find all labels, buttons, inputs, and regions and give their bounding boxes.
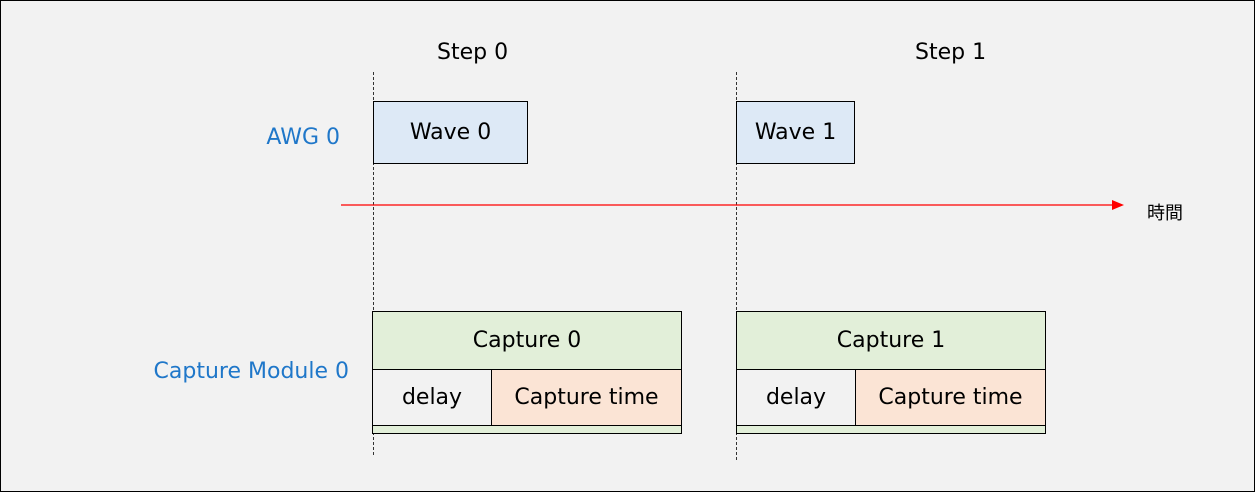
row-label-awg: AWG 0 <box>266 125 340 150</box>
capture-segments: delay Capture time <box>373 369 681 426</box>
capture-time-segment: Capture time <box>492 370 681 425</box>
step-marker-1 <box>736 72 737 460</box>
capture-title: Capture 0 <box>472 328 582 353</box>
capture-title: Capture 1 <box>836 328 946 353</box>
wave-box-0: Wave 0 <box>373 101 528 164</box>
row-label-capture: Capture Module 0 <box>153 359 349 384</box>
wave-label: Wave 1 <box>754 120 837 145</box>
capture-delay-segment: delay <box>737 370 856 425</box>
time-axis <box>341 200 1124 210</box>
capture-segments: delay Capture time <box>737 369 1045 426</box>
capture-block-1: Capture 1 delay Capture time <box>736 311 1046 434</box>
time-axis-label: 時間 <box>1147 203 1183 224</box>
step-marker-0 <box>373 72 374 455</box>
wave-label: Wave 0 <box>409 120 492 145</box>
step-label-0: Step 0 <box>437 40 509 65</box>
step-label-1: Step 1 <box>915 40 987 65</box>
capture-delay-segment: delay <box>373 370 492 425</box>
wave-box-1: Wave 1 <box>736 101 855 164</box>
time-axis-arrowhead <box>1112 200 1124 210</box>
capture-block-0: Capture 0 delay Capture time <box>372 311 682 434</box>
capture-time-segment: Capture time <box>856 370 1045 425</box>
